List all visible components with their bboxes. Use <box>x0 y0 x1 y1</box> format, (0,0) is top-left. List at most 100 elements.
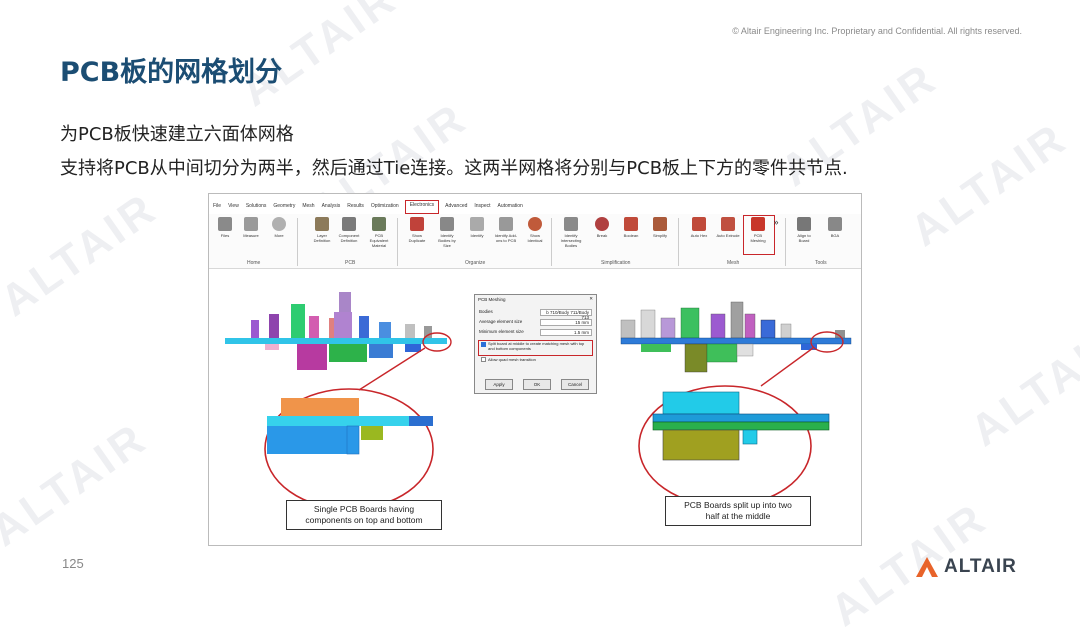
split-option-label: Split board at middle to create matching… <box>488 341 585 351</box>
menu-solutions[interactable]: Solutions <box>245 203 267 209</box>
split-pcb-illustration <box>620 301 852 507</box>
menu-advanced[interactable]: Advanced <box>445 203 468 209</box>
group-simplification: Simplification <box>601 260 631 266</box>
identical-icon <box>528 217 542 231</box>
tool-more[interactable]: More <box>267 217 291 238</box>
layers-icon <box>315 217 329 231</box>
tool-auto-extrude[interactable]: Auto Extrude <box>716 217 740 238</box>
ribbon-divider <box>678 218 679 266</box>
ribbon-divider <box>551 218 552 266</box>
tool-identify-by-size[interactable]: Identify Bodies by Size <box>435 217 459 248</box>
ribbon-toolbar: Files Measure More Layer Definition Comp… <box>209 214 861 269</box>
addons-icon <box>499 217 513 231</box>
callout-right-line-2: half at the middle <box>705 511 771 521</box>
menu-results[interactable]: Results <box>347 203 364 209</box>
watermark: ALTAIR <box>0 183 167 326</box>
menu-automation[interactable]: Automation <box>497 203 523 209</box>
callout-single-pcb: Single PCB Boards having components on t… <box>286 500 442 530</box>
avg-size-row: Average element size 15 mm <box>479 319 592 327</box>
menu-optimization[interactable]: Optimization <box>370 203 399 209</box>
split-checkbox[interactable] <box>481 342 486 347</box>
menu-file[interactable]: File <box>213 203 222 209</box>
pcb-mesh-icon <box>751 217 765 231</box>
pcb-meshing-dialog: PCB Meshing ✕ Bodies b 710/Body 711/Body… <box>474 294 597 394</box>
ribbon-divider <box>397 218 398 266</box>
bodies-row: Bodies b 710/Body 711/Body 713 <box>479 309 592 320</box>
align-icon <box>797 217 811 231</box>
material-icon <box>372 217 386 231</box>
close-icon[interactable]: ✕ <box>589 296 593 301</box>
dialog-title: PCB Meshing <box>478 297 506 302</box>
group-organize: Organize <box>465 260 486 266</box>
tool-bga[interactable]: BGA <box>823 217 847 238</box>
break-icon <box>595 217 609 231</box>
body-line-2: 支持将PCB从中间切分为两半，然后通过Tie连接。这两半网格将分别与PCB板上下… <box>60 158 848 179</box>
tool-identify-intersecting[interactable]: Identify Intersecting Bodies <box>559 217 583 248</box>
menu-electronics[interactable]: Electronics <box>404 200 440 214</box>
callout-left-line-2: components on top and bottom <box>305 515 423 525</box>
tool-show-duplicate[interactable]: Show Duplicate <box>405 217 429 243</box>
watermark: ALTAIR <box>901 113 1077 256</box>
callout-right-line-1: PCB Boards split up into two <box>684 500 792 510</box>
tool-identify-addons[interactable]: Identify Add-ons to PCB <box>494 217 518 243</box>
min-size-row: Minimum element size 1.5 mm <box>479 329 592 337</box>
avg-size-label: Average element size <box>479 319 523 324</box>
watermark: ALTAIR <box>961 313 1080 456</box>
quad-option-label: Allow quad mesh transition <box>488 357 536 362</box>
boolean-icon <box>624 217 638 231</box>
software-screenshot: File View Solutions Geometry Mesh Analys… <box>208 193 862 546</box>
group-home: Home <box>247 260 261 266</box>
tool-align-to-board[interactable]: Align to Board <box>792 217 816 243</box>
menu-geometry[interactable]: Geometry <box>273 203 296 209</box>
tool-pcb-meshing[interactable]: PCB Meshing <box>746 217 770 243</box>
tool-auto-hex[interactable]: Auto Hex <box>687 217 711 238</box>
callout-split-pcb: PCB Boards split up into two half at the… <box>665 496 811 526</box>
tool-boolean[interactable]: Boolean <box>619 217 643 238</box>
size-icon <box>440 217 454 231</box>
duplicate-icon <box>410 217 424 231</box>
apply-button[interactable]: Apply <box>485 379 513 390</box>
tool-component-definition[interactable]: Component Definition <box>337 217 361 243</box>
copyright-notice: © Altair Engineering Inc. Proprietary an… <box>732 26 1022 36</box>
bodies-field[interactable]: b 710/Body 711/Body 713 <box>540 309 592 320</box>
menu-mesh[interactable]: Mesh <box>302 203 315 209</box>
tool-simplify[interactable]: Simplify <box>648 217 672 238</box>
extrude-icon <box>721 217 735 231</box>
body-line-1: 为PCB板快速建立六面体网格 <box>60 124 294 145</box>
ok-button[interactable]: OK <box>523 379 551 390</box>
tool-pcb-equivalent-material[interactable]: PCB Equivalent Material <box>367 217 391 248</box>
menu-bar: File View Solutions Geometry Mesh Analys… <box>209 200 524 214</box>
identify-icon <box>470 217 484 231</box>
bga-icon <box>828 217 842 231</box>
menu-inspect[interactable]: Inspect <box>474 203 491 209</box>
cancel-button[interactable]: Cancel <box>561 379 589 390</box>
hex-icon <box>692 217 706 231</box>
menu-view[interactable]: View <box>228 203 239 209</box>
more-icon <box>272 217 286 231</box>
altair-logo: ALTAIR <box>916 556 1017 578</box>
altair-logo-icon <box>916 557 938 577</box>
avg-size-field[interactable]: 15 mm <box>540 319 592 326</box>
callout-left-line-1: Single PCB Boards having <box>313 504 415 514</box>
bodies-label: Bodies <box>479 309 493 314</box>
tool-identify[interactable]: Identify <box>465 217 489 238</box>
chevron-down-icon[interactable]: » <box>773 217 779 227</box>
split-option-highlight <box>478 340 593 356</box>
page-number: 125 <box>62 556 84 571</box>
tool-break[interactable]: Break <box>590 217 614 238</box>
tool-measure[interactable]: Measure <box>239 217 263 238</box>
tool-files[interactable]: Files <box>213 217 237 238</box>
pcb-meshing-highlight <box>743 215 775 255</box>
group-pcb: PCB <box>345 260 356 266</box>
group-mesh: Mesh <box>727 260 740 266</box>
tool-layer-definition[interactable]: Layer Definition <box>310 217 334 243</box>
measure-icon <box>244 217 258 231</box>
group-tools: Tools <box>815 260 827 266</box>
quad-checkbox[interactable] <box>481 357 486 362</box>
component-icon <box>342 217 356 231</box>
min-size-field[interactable]: 1.5 mm <box>540 329 592 336</box>
logo-text: ALTAIR <box>944 556 1017 577</box>
tool-show-identical[interactable]: Show Identical <box>523 217 547 243</box>
menu-analysis[interactable]: Analysis <box>321 203 341 209</box>
watermark: ALTAIR <box>0 413 157 556</box>
